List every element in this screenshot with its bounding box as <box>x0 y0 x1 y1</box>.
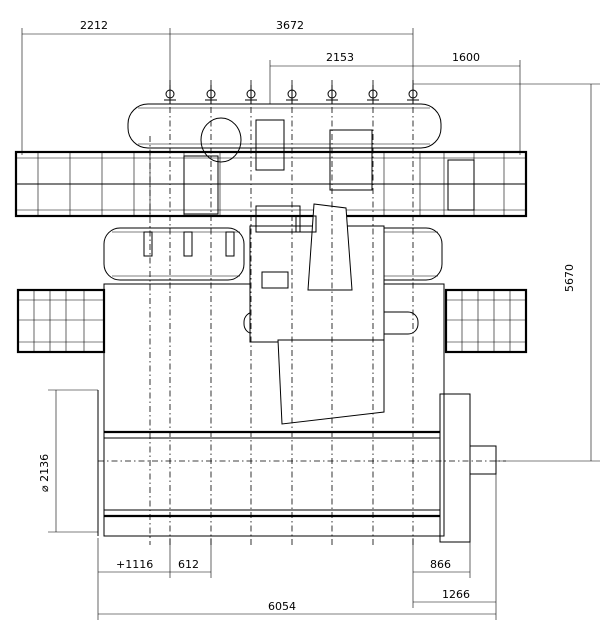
dim-6054: 6054 <box>268 600 296 613</box>
top-header-vessel <box>127 85 442 191</box>
dim-3672: 3672 <box>276 19 304 32</box>
right-housing <box>439 393 497 543</box>
dim-2212: 2212 <box>80 19 108 32</box>
dim-866: 866 <box>430 558 451 571</box>
dim-1600: 1600 <box>452 51 480 64</box>
dim-1116: +1116 <box>116 558 153 571</box>
top-dimension-chain: 2212 3672 2153 1600 <box>21 19 521 155</box>
left-side-module <box>16 288 106 354</box>
dim-diameter-2136: ⌀ 2136 <box>38 454 51 492</box>
main-body <box>103 203 445 537</box>
center-lines <box>98 80 506 545</box>
lower-drum <box>97 390 440 537</box>
dim-1266: 1266 <box>442 588 470 601</box>
right-height-dimension: 5670 <box>413 83 600 462</box>
bottom-dimension-chain: +1116 612 866 1266 6054 <box>97 474 497 620</box>
dim-5670: 5670 <box>563 264 576 292</box>
dim-612: 612 <box>178 558 199 571</box>
dim-2153: 2153 <box>326 51 354 64</box>
right-side-module <box>444 288 528 354</box>
upper-platform <box>14 150 528 218</box>
left-diameter-dimension: ⌀ 2136 <box>38 389 98 533</box>
